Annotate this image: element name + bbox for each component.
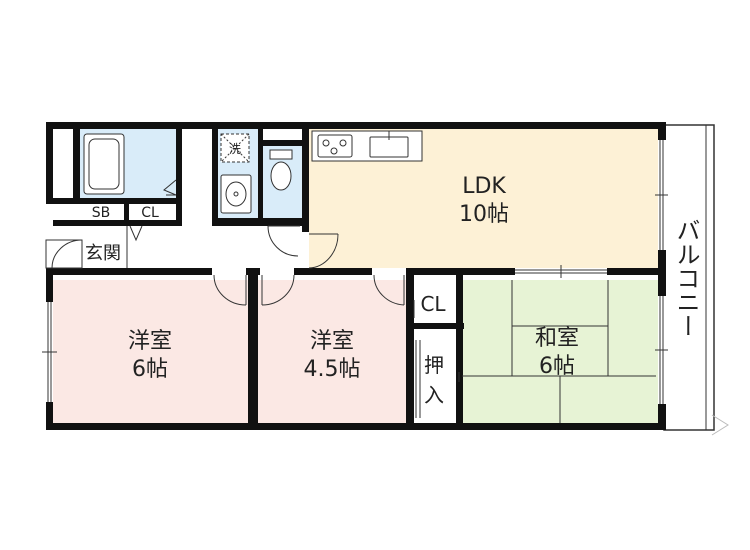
washing-machine-space bbox=[220, 133, 250, 163]
cl-room-label: CL bbox=[420, 292, 446, 316]
tatami-lines bbox=[458, 280, 656, 423]
corner-mark bbox=[711, 414, 729, 436]
western-room-1-label: 洋室 bbox=[128, 329, 172, 354]
ldk-size: 10帖 bbox=[459, 202, 509, 227]
entrance-door bbox=[45, 239, 83, 269]
window-lines bbox=[42, 140, 668, 404]
interior-walls bbox=[46, 128, 658, 430]
oshiire-label-2: 入 bbox=[424, 383, 444, 407]
wash-basin bbox=[220, 174, 252, 214]
kitchen-counter bbox=[311, 130, 423, 162]
ldk-label: LDK bbox=[462, 174, 506, 199]
japanese-room-label: 和室 bbox=[535, 326, 579, 351]
japanese-room bbox=[462, 280, 660, 423]
laundry-label: 洗 bbox=[229, 142, 241, 156]
door-swings bbox=[163, 179, 405, 306]
corridor bbox=[130, 225, 306, 270]
western-room-2-label: 洋室 bbox=[310, 329, 354, 354]
western-room-2 bbox=[258, 280, 406, 423]
entrance-label: 玄関 bbox=[85, 243, 121, 264]
entry-storage bbox=[126, 225, 143, 268]
western-room-1-size: 6帖 bbox=[132, 357, 168, 382]
japanese-room-size: 6帖 bbox=[539, 354, 575, 379]
toilet bbox=[269, 149, 293, 191]
western-room-1 bbox=[53, 280, 248, 423]
western-room-2-size: 4.5帖 bbox=[304, 357, 361, 382]
cl-entry-label: CL bbox=[141, 205, 159, 221]
balcony-label: バルコニー bbox=[672, 218, 700, 338]
oshiire-label-1: 押 bbox=[424, 353, 444, 377]
oshiire-closet bbox=[413, 300, 421, 418]
bathtub bbox=[83, 133, 125, 195]
sb-label: SB bbox=[92, 205, 111, 221]
